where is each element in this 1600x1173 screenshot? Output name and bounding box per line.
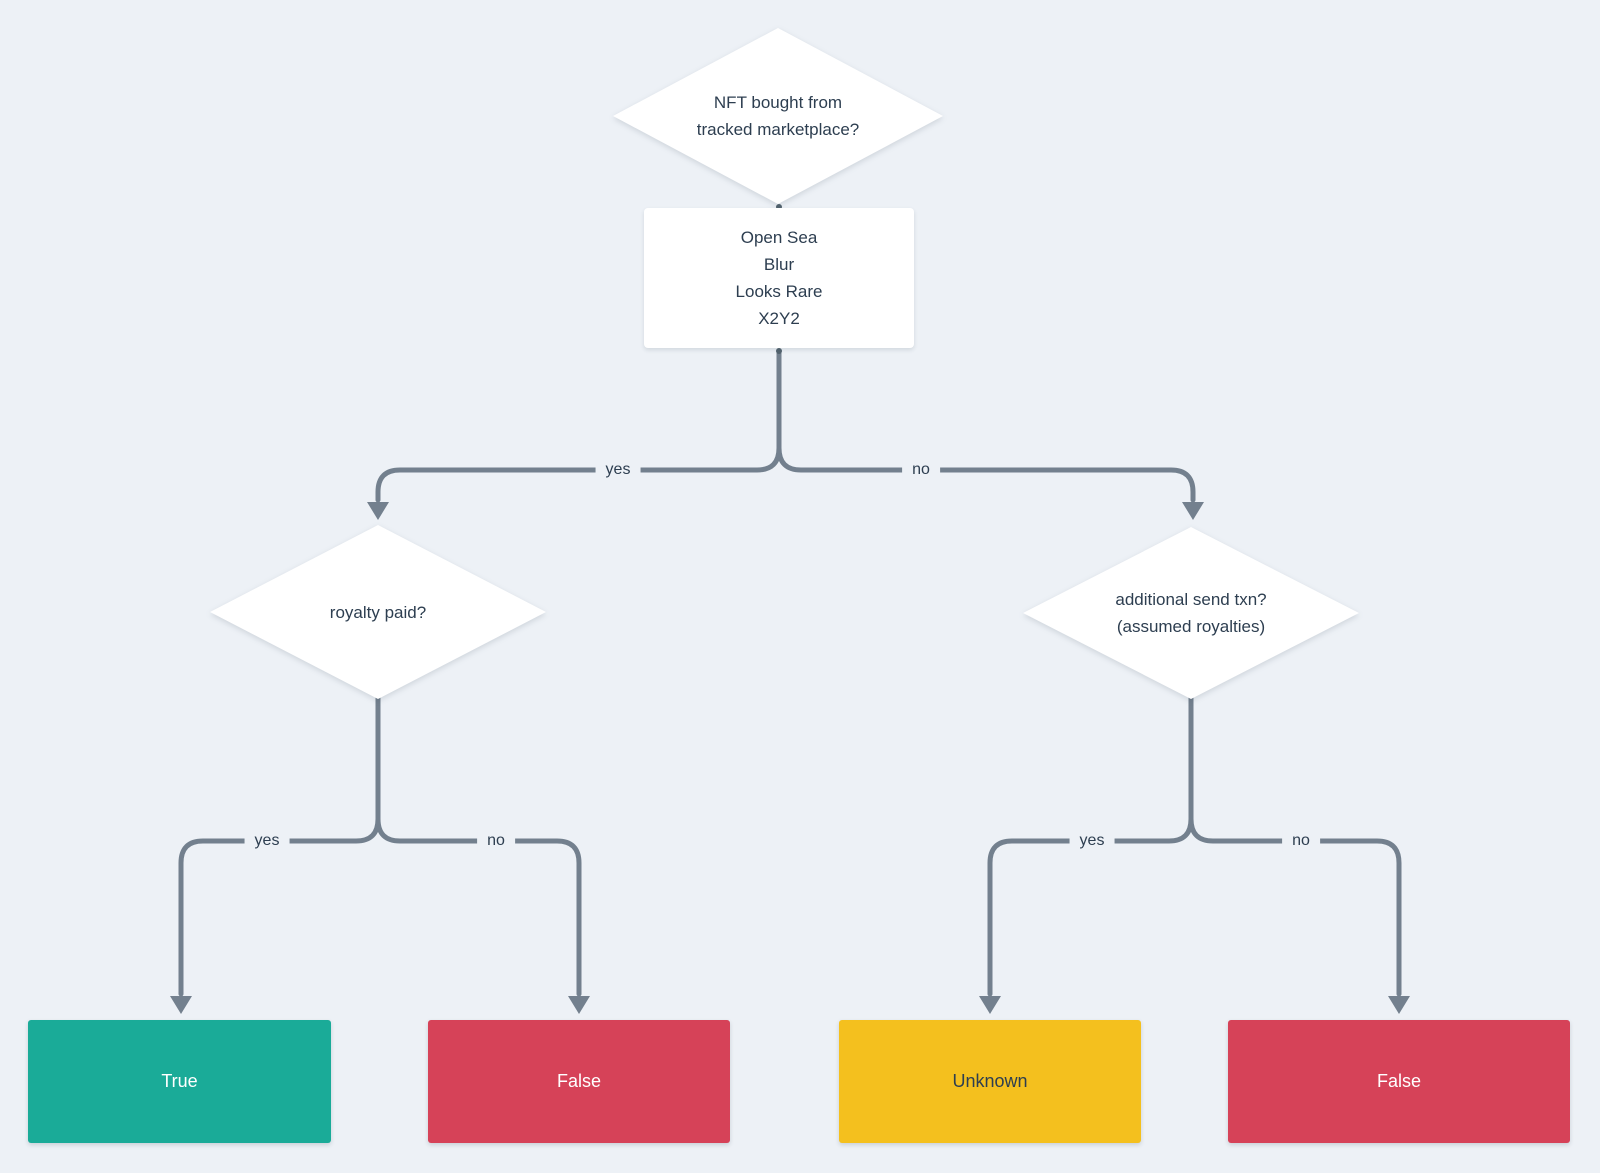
edge-root-no-line <box>776 349 1196 503</box>
send-txn-question-shape: additional send txn? (assumed royalties) <box>1023 527 1359 699</box>
node-royalty-question: royalty paid? <box>210 525 546 699</box>
edge-label-send-no: no <box>1282 830 1320 852</box>
node-result-false-right: False <box>1228 1020 1570 1143</box>
edge-label-root-yes: yes <box>595 459 641 481</box>
edge-label-root-no: no <box>902 459 940 481</box>
marketplace-line1: Open Sea <box>740 228 818 247</box>
root-question-line1: NFT bought from <box>713 93 843 112</box>
node-marketplaces: Open Sea Blur Looks Rare X2Y2 <box>644 208 914 348</box>
edge-root-yes-line <box>375 349 782 503</box>
send-txn-question-line2: (assumed royalties) <box>1116 617 1266 636</box>
connector-dot-bottom <box>776 348 782 354</box>
royalty-question-line1: royalty paid? <box>329 602 427 622</box>
arrowhead-left-diamond <box>367 502 389 520</box>
result-false-right-label: False <box>1376 1071 1421 1091</box>
arrowhead-right-diamond <box>1182 502 1204 520</box>
node-result-unknown: Unknown <box>839 1020 1141 1143</box>
edge-label-send-yes: yes <box>1069 830 1115 852</box>
node-root-question: NFT bought from tracked marketplace? <box>613 28 943 204</box>
root-question-line2: tracked marketplace? <box>696 120 860 139</box>
result-false-left-label: False <box>556 1071 601 1091</box>
arrowhead-unknown <box>979 996 1001 1014</box>
marketplace-line3: Looks Rare <box>735 282 823 301</box>
result-true-label: True <box>161 1071 198 1091</box>
royalty-question-shape: royalty paid? <box>210 525 546 699</box>
marketplace-line2: Blur <box>763 255 795 274</box>
arrowhead-true <box>170 996 192 1014</box>
edge-label-royalty-no: no <box>477 830 515 852</box>
result-unknown-label: Unknown <box>952 1071 1028 1091</box>
arrowhead-false-right <box>1388 996 1410 1014</box>
arrowhead-false-left <box>568 996 590 1014</box>
send-txn-question-line1: additional send txn? <box>1115 590 1267 609</box>
marketplace-line4: X2Y2 <box>758 309 800 328</box>
node-result-true: True <box>28 1020 331 1143</box>
node-result-false-left: False <box>428 1020 730 1143</box>
root-question-shape: NFT bought from tracked marketplace? <box>613 28 943 204</box>
edge-label-royalty-yes: yes <box>244 830 290 852</box>
node-send-txn-question: additional send txn? (assumed royalties) <box>1023 527 1359 699</box>
